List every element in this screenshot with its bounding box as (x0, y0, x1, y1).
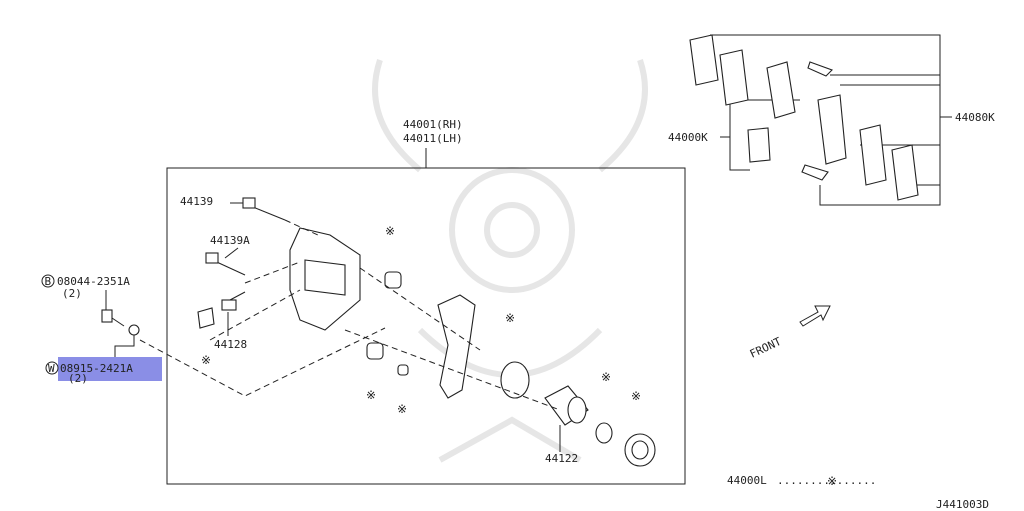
seal-kit-asterisk: ※ (827, 474, 837, 488)
shim-1 (689, 34, 719, 86)
asterisk-mark: ※ (201, 353, 211, 367)
pad-set-label: 44000K (668, 131, 708, 144)
bolt-prefix: B (45, 275, 52, 288)
guide-pin-44139a (205, 252, 246, 276)
part-label-44122: 44122 (545, 452, 578, 465)
asterisk-mark: ※ (366, 388, 376, 402)
piston-44122 (544, 385, 589, 426)
bolt-qty-label: (2) (62, 287, 82, 300)
piston-seal-ring (500, 361, 530, 399)
asterisk-mark: ※ (601, 370, 611, 384)
front-label: FRONT (748, 335, 784, 361)
pad-spring (747, 127, 771, 163)
asterisk-mark: ※ (385, 224, 395, 238)
caliper-body (289, 227, 476, 399)
washer-prefix: W (48, 362, 55, 375)
seal-kit-dots: ............... (777, 474, 876, 487)
boot-lower (366, 342, 409, 376)
part-label-44139a: 44139A (210, 234, 250, 247)
brake-pads-group (689, 34, 919, 201)
shim-4 (891, 144, 919, 201)
part-label-44139: 44139 (180, 195, 213, 208)
figure-code: J441003D (936, 498, 989, 511)
asterisk-mark: ※ (397, 402, 407, 416)
asterisk-mark: ※ (631, 389, 641, 403)
caliper-rh-label: 44001(RH) (403, 118, 463, 131)
pad-clip-1 (807, 61, 833, 77)
seal-kit-label: 44000L (727, 474, 767, 487)
washer-qty-label: (2) (68, 372, 88, 385)
pad-inner (766, 61, 796, 119)
mounting-bolt (101, 309, 125, 327)
pad-outer (817, 94, 847, 165)
leader-44139a (224, 247, 239, 259)
asterisk-mark: ※ (505, 311, 515, 325)
piston-seal (595, 422, 613, 444)
caliper-bracket (437, 294, 476, 399)
bleeder-cap (197, 307, 215, 329)
shim-2 (719, 49, 749, 106)
pad-clip-2 (801, 164, 829, 181)
guide-pin-44139 (242, 197, 286, 221)
washer-code-label[interactable]: 08915-2421A (60, 362, 133, 375)
washer (128, 324, 140, 336)
pad-kit-label: 44080K (955, 111, 995, 124)
washer-label-highlight[interactable] (58, 357, 162, 381)
pad-kit-bracket (710, 34, 952, 206)
part-label-44128: 44128 (214, 338, 247, 351)
bolt-code-label: 08044-2351A (57, 275, 130, 288)
washer-circle-icon (45, 361, 59, 375)
boot-upper (384, 271, 402, 289)
front-arrow-icon (799, 305, 831, 327)
bleeder-44128 (221, 291, 246, 311)
assembly-lines (139, 219, 561, 411)
leader-washer (114, 335, 135, 365)
caliper-lh-label: 44011(LH) (403, 132, 463, 145)
shim-3 (859, 124, 887, 186)
bolt-circle-icon (41, 274, 55, 288)
